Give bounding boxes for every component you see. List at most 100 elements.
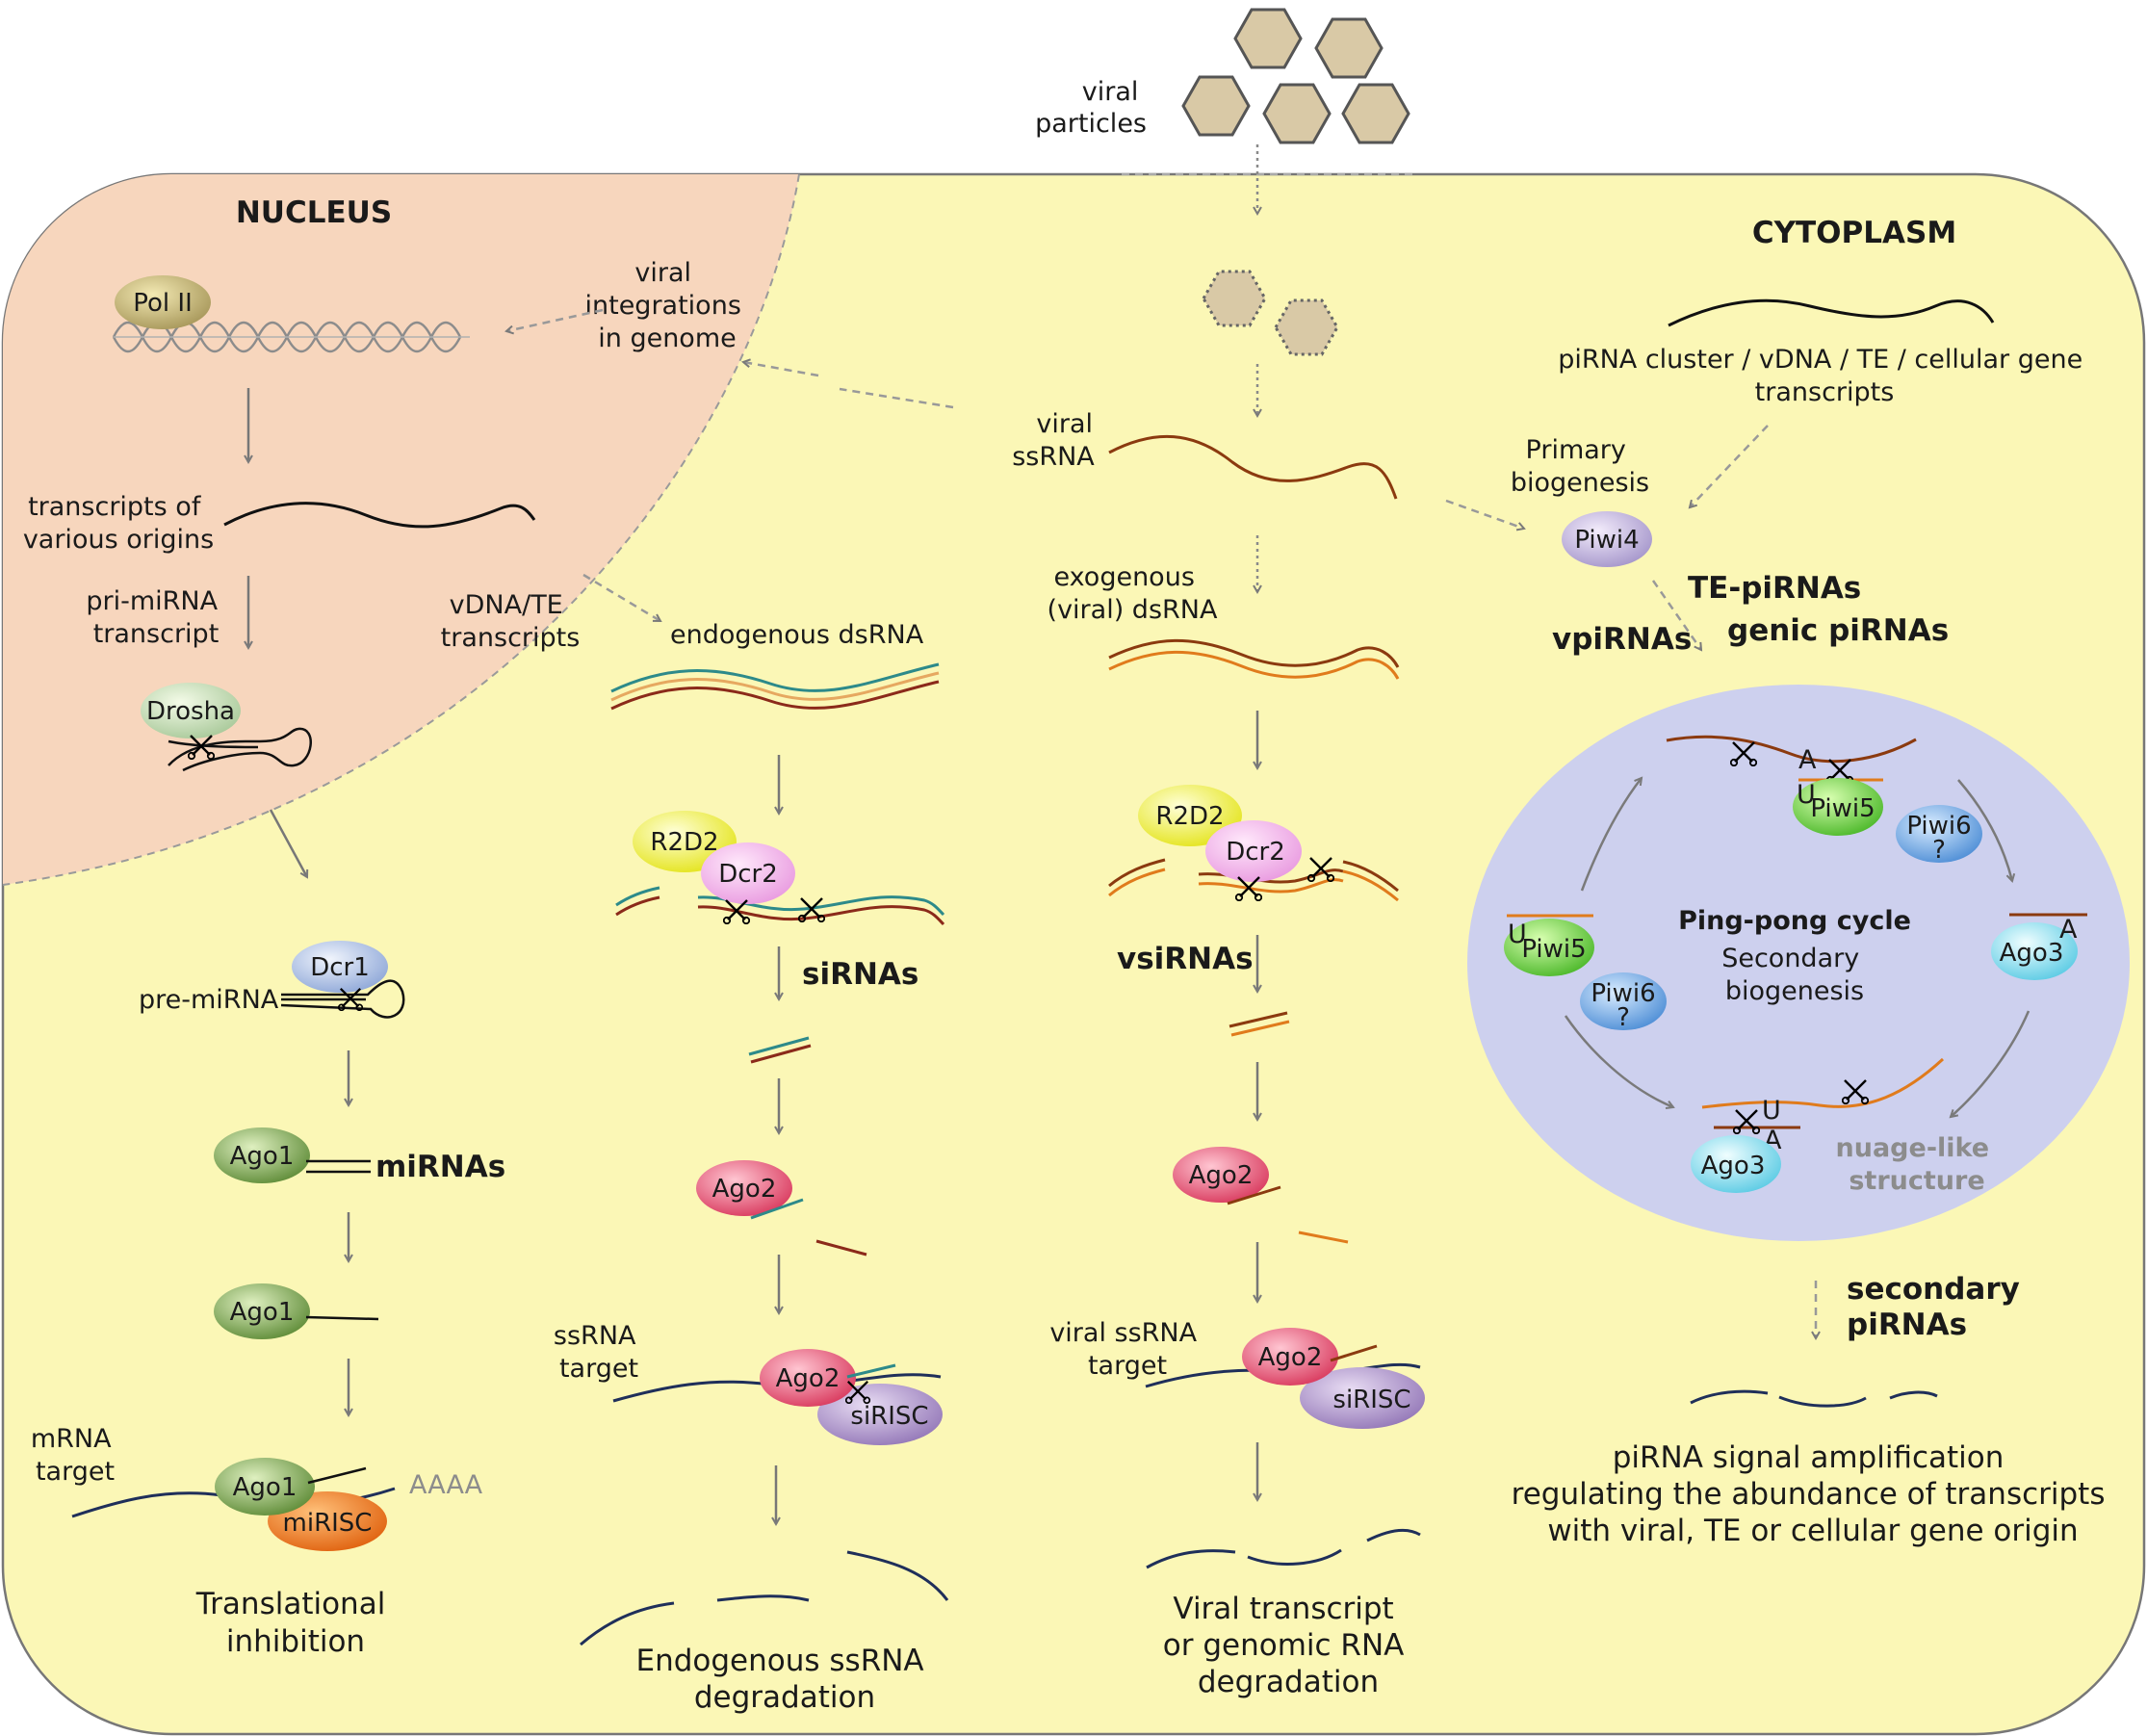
exo-dsrna-cleavage	[1108, 858, 1399, 902]
pingpong-cycle-arrows	[1564, 778, 2031, 1117]
nucleus-title: NUCLEUS	[236, 195, 392, 230]
ago1-guide-label: Ago1	[230, 1298, 295, 1327]
viral-r2d2-enzyme	[1138, 785, 1242, 846]
cytoplasm-title: CYTOPLASM	[1752, 216, 1956, 250]
ago3-bottom-label: Ago3	[1701, 1152, 1766, 1180]
vpirnas-label: vpiRNAs	[1552, 622, 1692, 657]
viral-ago2-loading-label: Ago2	[1189, 1161, 1254, 1190]
endo-dsrna	[610, 662, 940, 711]
piwi4-to-pingpong-arrow	[1651, 580, 1701, 650]
mirna-guide-strand	[305, 1315, 379, 1321]
viral-sirisc-complex	[1300, 1367, 1425, 1429]
viral-particles	[1181, 8, 1410, 144]
pingpong-target-top	[1666, 735, 1917, 764]
piwi5-top-enzyme	[1793, 778, 1883, 836]
endo-ago2-loading-enzyme	[696, 1160, 792, 1216]
viral-ssrna-strand	[1108, 434, 1398, 500]
piwi4-enzyme	[1562, 511, 1652, 567]
viral-passenger-strand	[1298, 1231, 1349, 1244]
vdna-te-label: vDNA/TE transcripts	[441, 590, 581, 653]
vsirnas-label: vsiRNAs	[1117, 942, 1254, 976]
ago3-right-label: Ago3	[2000, 939, 2064, 968]
nucleus-envelope	[2, 173, 800, 886]
polya-tail-label: AAAA	[409, 1470, 483, 1500]
vdna-to-endodsrna-arrow	[582, 573, 660, 623]
endo-ago2-guide	[750, 1198, 804, 1220]
secondary-pirnas-label: secondary piRNAs	[1847, 1272, 2031, 1342]
sources-to-piwi4-arrow	[1690, 425, 1769, 507]
viral-particles-label: viral particles	[1035, 77, 1147, 139]
drosha-to-dcr1-arrow	[269, 809, 307, 877]
viral-target-label: viral ssRNA target	[1049, 1318, 1204, 1381]
endo-dsrna-label: endogenous dsRNA	[670, 620, 924, 650]
piwi4-label: Piwi4	[1574, 526, 1639, 555]
piwi6-top-enzyme	[1896, 805, 1982, 863]
viral-ago2-risc-label: Ago2	[1258, 1343, 1323, 1372]
ago1-loading-enzyme	[214, 1127, 310, 1183]
piwi6-left-question: ?	[1617, 1003, 1630, 1032]
pingpong-target-bottom	[1701, 1057, 1945, 1109]
endo-ago2-risc-enzyme	[760, 1349, 856, 1407]
pirna-source-transcript	[1668, 298, 1995, 327]
mrna-target-label: mRNA target	[31, 1424, 119, 1487]
viral-risc-guide	[1330, 1344, 1378, 1362]
pingpong-a-right: A	[2059, 915, 2078, 945]
endo-ago2-risc-label: Ago2	[776, 1364, 841, 1393]
piwi5-left-label: Piwi5	[1521, 935, 1586, 964]
piwi6-left-enzyme	[1580, 972, 1667, 1030]
nuage-label: nuage-like structure	[1836, 1133, 1999, 1196]
mirna-duplex	[306, 1159, 371, 1174]
genic-pirnas-label: genic piRNAs	[1727, 613, 1949, 648]
endo-dcr2-enzyme	[701, 842, 795, 904]
endo-sirisc-label: siRISC	[850, 1402, 928, 1431]
sirnas-label: siRNAs	[802, 957, 918, 992]
drosha-label: Drosha	[146, 697, 235, 726]
ssrna-to-piwi4-arrow	[1445, 499, 1524, 529]
exo-dsrna	[1108, 638, 1400, 680]
exo-dsrna-label: exogenous (viral) dsRNA	[1048, 562, 1218, 625]
pingpong-title: Ping-pong cycle	[1678, 906, 1911, 936]
pingpong-a-top: A	[1798, 745, 1817, 775]
endo-risc-guide	[846, 1363, 896, 1379]
endo-ago2-loading-label: Ago2	[712, 1175, 777, 1204]
endo-r2d2-label: R2D2	[650, 828, 718, 857]
ssrna-target-label: ssRNA target	[554, 1321, 644, 1384]
viral-ssrna-label: viral ssRNA	[1012, 409, 1100, 472]
drosha-enzyme	[141, 683, 241, 738]
integration-to-dna-arrow	[506, 308, 604, 331]
endo-passenger-strand	[815, 1239, 867, 1257]
pingpong-u-bottom: U	[1762, 1096, 1781, 1126]
viral-degraded-fragments	[1146, 1528, 1421, 1569]
viral-ago2-loading-enzyme	[1173, 1147, 1269, 1203]
translational-inhibition-label: Translational inhibition	[195, 1587, 395, 1659]
mirnas-label: miRNAs	[375, 1150, 505, 1184]
ago1-mirisc-enzyme	[215, 1458, 315, 1516]
ago3-right-enzyme	[1991, 922, 2078, 980]
pirna-sources-label: piRNA cluster / vDNA / TE / cellular gen…	[1558, 345, 2091, 407]
ago1-loading-label: Ago1	[230, 1142, 295, 1171]
viral-integrations-label: viral integrations in genome	[585, 258, 750, 353]
viral-ago2-risc-enzyme	[1242, 1328, 1338, 1386]
sirna-duplex	[748, 1036, 812, 1064]
viral-degradation-label: Viral transcript or genomic RNA degradat…	[1163, 1592, 1413, 1699]
secondary-pirna-fragments	[1690, 1389, 1938, 1408]
endo-dcr2-label: Dcr2	[718, 860, 778, 889]
pre-mirna-label: pre-miRNA	[139, 985, 279, 1015]
pri-mirna-label: pri-miRNA transcript	[86, 586, 225, 649]
mirisc-label: miRISC	[283, 1509, 373, 1538]
te-pirnas-label: TE-piRNAs	[1688, 571, 1861, 606]
ago3-bottom-enzyme	[1691, 1135, 1781, 1193]
piwi6-top-question: ?	[1932, 836, 1946, 865]
ssrna-to-integration-arrow-2	[839, 387, 954, 409]
ago1-mirisc-label: Ago1	[233, 1473, 297, 1502]
vsirna-duplex	[1229, 1011, 1290, 1037]
pirna-amplification-label: piRNA signal amplification regulating th…	[1512, 1440, 2115, 1548]
endo-sirisc-complex	[817, 1384, 943, 1445]
pingpong-u-top: U	[1797, 780, 1816, 810]
pol2-enzyme	[115, 275, 211, 329]
pingpong-u-left: U	[1508, 920, 1527, 949]
genomic-dna	[112, 321, 470, 353]
ago1-guide-enzyme	[214, 1283, 310, 1339]
pol2-label: Pol II	[133, 289, 192, 318]
